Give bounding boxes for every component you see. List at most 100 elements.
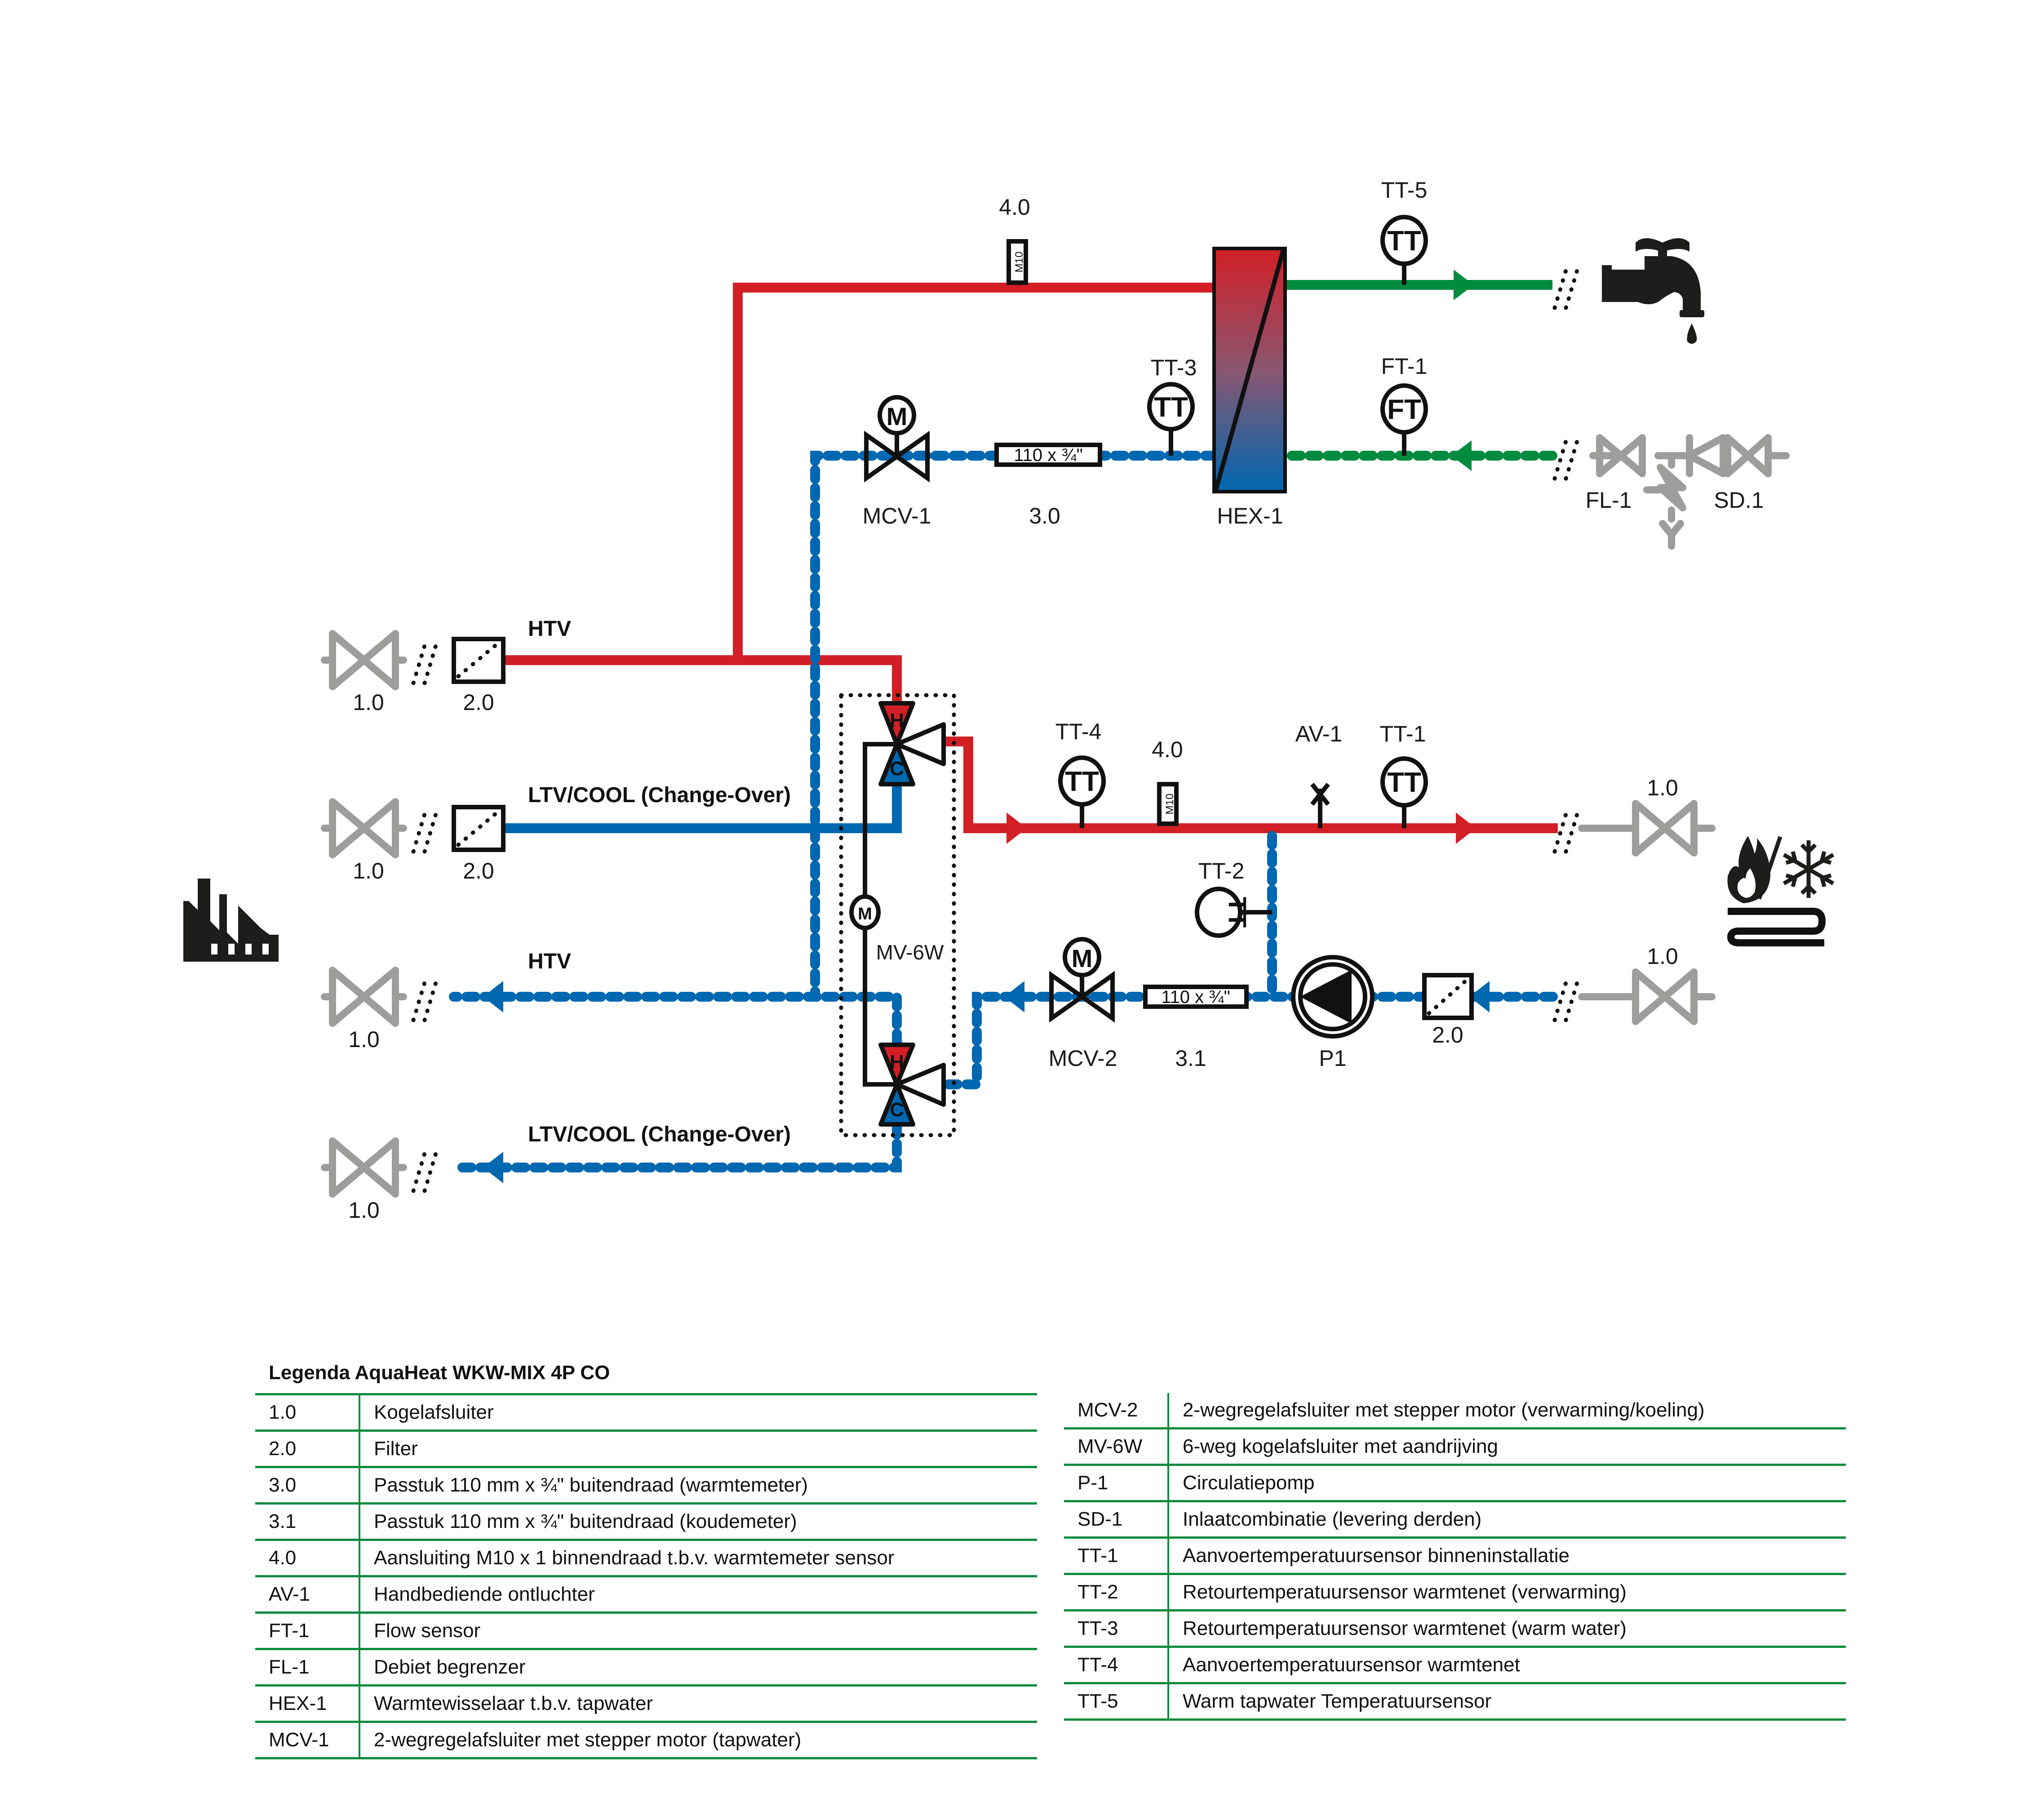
circulation-pump-p1[interactable]	[1291, 955, 1375, 1039]
legend-code: MCV-2	[1064, 1393, 1169, 1429]
legend-code: MV-6W	[1064, 1428, 1169, 1466]
sensor-port-m10-mid[interactable]: M10	[1157, 782, 1179, 826]
control-valve-mcv2[interactable]: M	[1049, 937, 1115, 1023]
label-tt4: TT-4	[1055, 719, 1102, 744]
arrow-tapwater-hot	[1454, 270, 1474, 300]
floor-pipe-icon	[1727, 908, 1826, 946]
mv6w-lower-cold-port	[878, 1082, 915, 1127]
legend-description: Handbediende ontluchter	[359, 1576, 1037, 1614]
label-valve-htv-supply: 1.0	[353, 690, 384, 715]
control-valve-mcv1[interactable]: M	[864, 395, 930, 483]
tt3-symbol: TT	[1154, 392, 1188, 423]
pipe-ltv-supply	[467, 779, 902, 833]
temperature-sensor-tt5[interactable]: TT	[1380, 215, 1428, 285]
legend-description: 6-weg kogelafsluiter met aandrijving	[1168, 1428, 1846, 1466]
ball-valve-ltv-return[interactable]	[321, 1137, 407, 1198]
flow-limiter-fl1[interactable]	[1589, 434, 1646, 477]
arrow-tapwater-cold	[1451, 440, 1472, 471]
legend-description: Filter	[359, 1430, 1037, 1468]
label-ltv-supply: LTV/COOL (Change-Over)	[528, 783, 791, 807]
label-valve-consumer-return: 1.0	[1647, 944, 1678, 969]
label-ft1: FT-1	[1381, 354, 1428, 379]
temperature-sensor-tt1[interactable]: TT	[1380, 756, 1428, 828]
pipe-consumer-supply	[943, 737, 1558, 833]
heating-cooling-floor-icon	[1727, 836, 1835, 946]
label-tt5: TT-5	[1381, 178, 1428, 203]
legend-description: Circulatiepomp	[1168, 1465, 1846, 1502]
temperature-sensor-tt3[interactable]: TT	[1147, 382, 1195, 456]
mv6w-upper-common-port	[895, 722, 946, 766]
label-tt1: TT-1	[1380, 721, 1426, 746]
mv6w-lower-common-port	[895, 1063, 946, 1107]
legend-description: 2-wegregelafsluiter met stepper motor (t…	[359, 1722, 1037, 1759]
ball-valve-consumer-return[interactable]	[1578, 968, 1716, 1025]
label-fl1: FL-1	[1586, 488, 1632, 513]
m10-mid-box-text: M10	[1164, 794, 1176, 815]
ball-valve-consumer-supply[interactable]	[1578, 800, 1716, 857]
arrow-consumer-supply-1	[1007, 812, 1027, 844]
pipe-hex-primary-supply	[733, 283, 1219, 665]
ball-valve-htv-supply[interactable]	[321, 630, 407, 690]
legend-code: HEX-1	[255, 1685, 360, 1723]
m10-top-box-text: M10	[1013, 252, 1025, 273]
fitting-3-0-text: 110 x ¾"	[1014, 445, 1083, 465]
legend-code: SD-1	[1064, 1501, 1169, 1539]
label-htv-supply: HTV	[528, 617, 571, 641]
six-way-valve-mv6w[interactable]: H C H C M	[839, 693, 956, 1137]
pipe-htv-return	[449, 992, 902, 1048]
label-m10-mid-ref: 4.0	[1152, 737, 1183, 762]
legend-code: TT-5	[1064, 1683, 1169, 1721]
temperature-sensor-tt4[interactable]: TT	[1058, 755, 1106, 828]
inlet-combination-sd1[interactable]	[1643, 434, 1790, 550]
ball-valve-htv-return[interactable]	[321, 967, 407, 1027]
label-valve-ltv-supply: 1.0	[353, 858, 384, 883]
mv6w-lower-h: H	[890, 1051, 904, 1073]
label-filter-htv-supply: 2.0	[463, 690, 494, 715]
sensor-port-m10-top[interactable]: M10	[1007, 239, 1028, 285]
arrow-consumer-return-1	[1469, 981, 1490, 1012]
label-sd1: SD.1	[1714, 488, 1764, 513]
label-valve-htv-return: 1.0	[348, 1027, 380, 1052]
flow-sensor-ft1[interactable]: FT	[1380, 383, 1428, 456]
heat-exchanger-hex1[interactable]	[1212, 247, 1287, 493]
legend-description: Warm tapwater Temperatuursensor	[1168, 1683, 1846, 1721]
snowflake-icon	[1783, 840, 1835, 898]
legend-code: FT-1	[255, 1612, 360, 1650]
air-vent-av1[interactable]	[1310, 782, 1330, 828]
legend-code: 4.0	[255, 1540, 360, 1577]
tt1-symbol: TT	[1387, 767, 1421, 798]
mcv1-motor-text: M	[887, 402, 908, 431]
fitting-3-0[interactable]: 110 x ¾"	[994, 443, 1102, 467]
legend-code: 3.1	[255, 1503, 360, 1541]
legend-description: Debiet begrenzer	[359, 1649, 1037, 1687]
legend-description: Flow sensor	[359, 1612, 1037, 1650]
temperature-sensor-tt2[interactable]: TT	[1195, 887, 1272, 938]
legend-code: TT-1	[1064, 1537, 1169, 1575]
legend-description: Inlaatcombinatie (levering derden)	[1168, 1501, 1846, 1539]
label-filter-return: 2.0	[1432, 1022, 1463, 1048]
label-mcv2: MCV-2	[1049, 1046, 1117, 1071]
water-tap-icon	[1602, 238, 1704, 344]
fitting-3-1[interactable]: 110 x ¾"	[1143, 985, 1249, 1009]
arrow-consumer-supply-2	[1456, 812, 1476, 844]
filter-return[interactable]	[1422, 973, 1474, 1020]
legend-description: Retourtemperatuursensor warmtenet (warm …	[1168, 1610, 1846, 1648]
filter-htv-supply[interactable]	[452, 637, 505, 684]
legend-description: Passtuk 110 mm x ¾" buitendraad (warmtem…	[359, 1467, 1037, 1505]
label-ltv-return: LTV/COOL (Change-Over)	[528, 1123, 791, 1146]
ball-valve-ltv-supply[interactable]	[321, 798, 407, 858]
label-filter-ltv-supply: 2.0	[463, 858, 494, 883]
filter-ltv-supply[interactable]	[452, 805, 505, 852]
mv6w-lower-hot-port	[878, 1043, 915, 1087]
legend-code: 3.0	[255, 1467, 360, 1505]
